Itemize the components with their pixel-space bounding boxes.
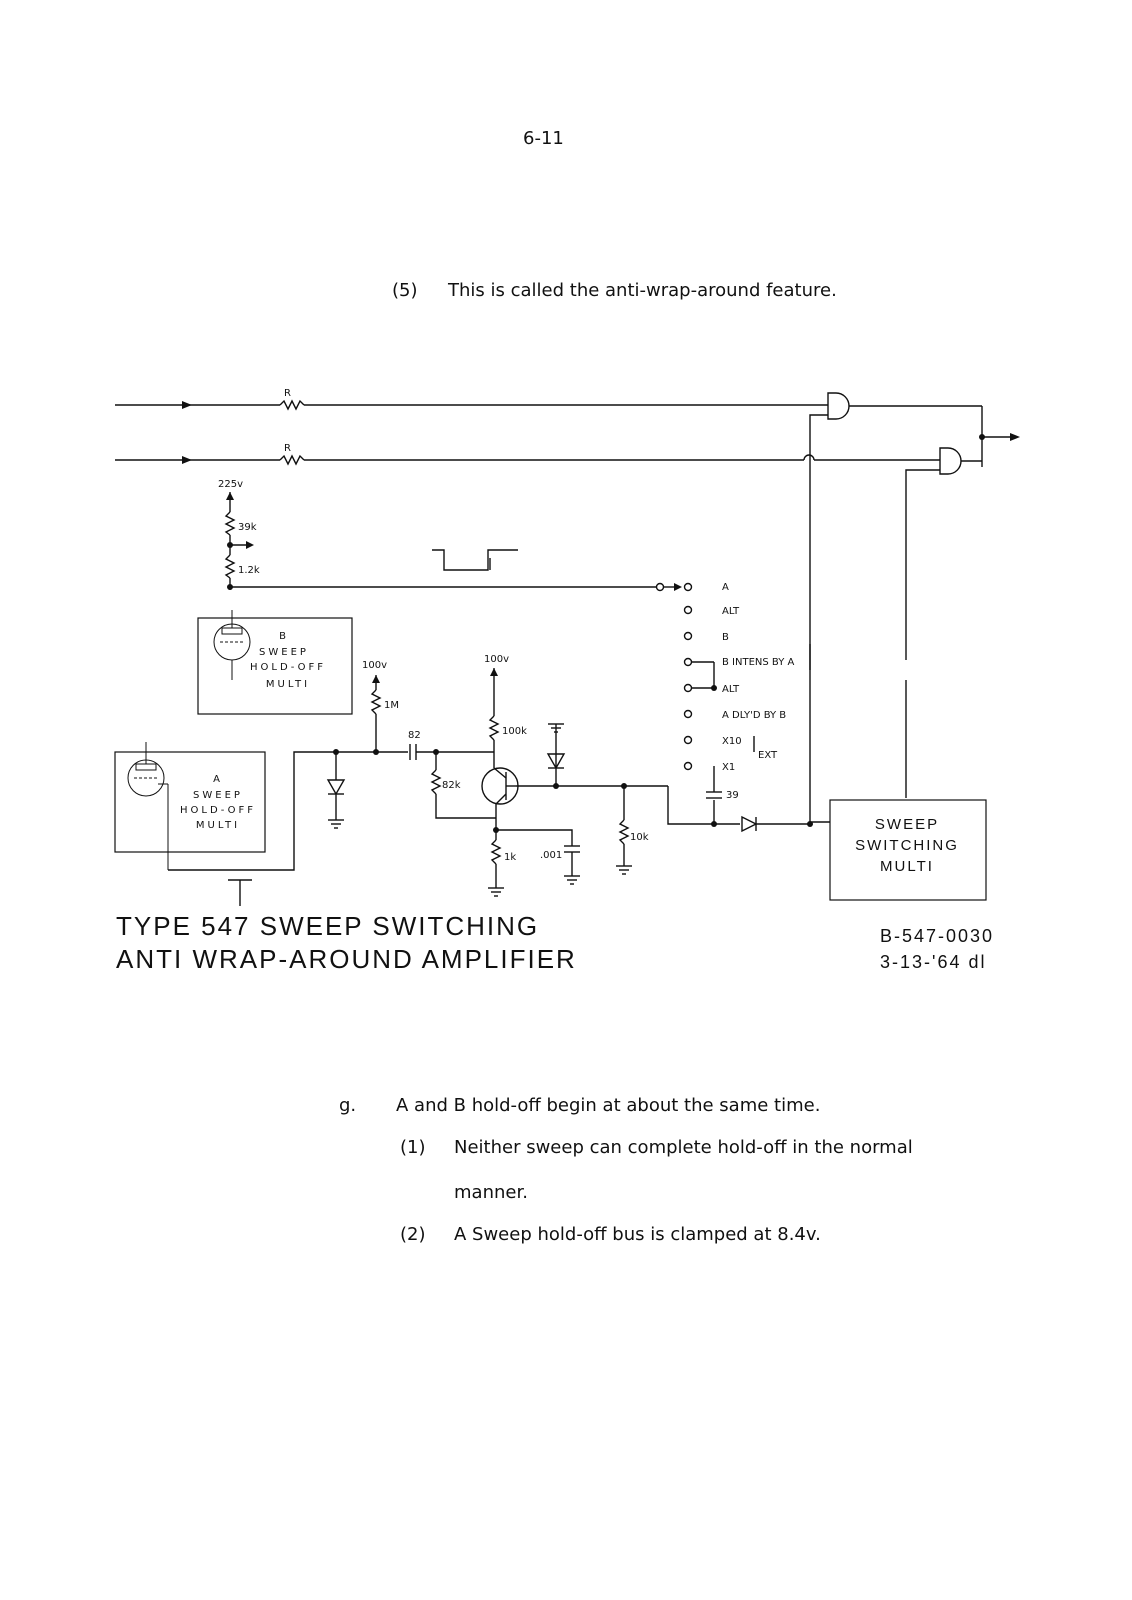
r-1m-label: 1M (384, 700, 399, 711)
switch-pos-b-intens: B INTENS BY A (722, 657, 795, 668)
tube-b-icon (213, 610, 251, 680)
drawing-date: 3-13-'64 dl (880, 952, 987, 972)
b-multi-line3: HOLD-OFF (250, 662, 326, 673)
supply-225v: 225v (218, 479, 243, 490)
section-g-text: A and B hold-off begin at about the same… (396, 1095, 821, 1116)
diagram-title-line2: ANTI WRAP-AROUND AMPLIFIER (116, 944, 577, 974)
mode-switch (683, 605, 755, 771)
ext-label: EXT (758, 750, 778, 761)
a-multi-line1: A (213, 774, 223, 785)
note-marker: (5) (392, 280, 418, 301)
r-10k-label: 10k (630, 832, 649, 843)
ssm-line3: MULTI (880, 858, 934, 875)
tube-a-icon (127, 742, 169, 870)
switch-pos-a-dlyd: A DLY'D BY B (722, 710, 786, 721)
a-multi-line3: HOLD-OFF (180, 805, 256, 816)
switch-pos-x10: X10 (722, 736, 742, 747)
and-gate-top (827, 392, 850, 420)
section-g-marker: g. (339, 1095, 357, 1116)
pulse-waveform (432, 549, 518, 571)
ssm-line2: SWITCHING (855, 837, 959, 854)
item-2-marker: (2) (400, 1224, 426, 1245)
c-001-label: .001 (540, 850, 562, 861)
and-gate-bottom (939, 447, 962, 475)
transistor-icon (481, 752, 519, 805)
drawing-number: B-547-0030 (880, 926, 994, 946)
resistor-top-label: R (284, 388, 291, 399)
c-82-label: 82 (408, 730, 421, 741)
item-1-line1: Neither sweep can complete hold-off in t… (454, 1137, 913, 1158)
a-multi-line4: MULTI (196, 820, 240, 831)
switch-pos-alt-1: ALT (722, 606, 740, 617)
sweep-switching-multi-box (829, 799, 987, 901)
a-sweep-multi-box (114, 751, 266, 853)
ssm-line1: SWEEP (875, 816, 939, 833)
switch-pos-b: B (722, 632, 729, 643)
input-line-bottom (115, 454, 940, 466)
switch-pos-x1: X1 (722, 762, 735, 773)
b-multi-line1: B (279, 631, 289, 642)
item-1-marker: (1) (400, 1137, 426, 1158)
r-39k-label: 39k (238, 522, 257, 533)
r-1k-label: 1k (504, 852, 516, 863)
input-line-top (115, 399, 828, 411)
circuit-diagram: R R 225v 39k 1.2k B SW (114, 388, 1020, 974)
item-2-text: A Sweep hold-off bus is clamped at 8.4v. (454, 1224, 821, 1245)
page-number: 6-11 (523, 128, 564, 149)
item-1-line2: manner. (454, 1182, 528, 1203)
b-sweep-multi-box (197, 617, 353, 715)
switch-pos-alt-2: ALT (722, 684, 740, 695)
r-1-2k-label: 1.2k (238, 565, 260, 576)
r-100k-label: 100k (502, 726, 527, 737)
b-multi-line4: MULTI (266, 679, 310, 690)
b-multi-line2: SWEEP (259, 647, 309, 658)
supply-100v-left: 100v (362, 660, 387, 671)
c-39-label: 39 (726, 790, 739, 801)
resistor-bottom-label: R (284, 443, 291, 454)
note-text: This is called the anti-wrap-around feat… (448, 280, 837, 301)
a-multi-line2: SWEEP (193, 790, 243, 801)
switch-pos-a: A (722, 582, 729, 593)
diagram-title-line1: TYPE 547 SWEEP SWITCHING (116, 911, 539, 941)
supply-100v-right: 100v (484, 654, 509, 665)
r-82k-label: 82k (442, 780, 461, 791)
